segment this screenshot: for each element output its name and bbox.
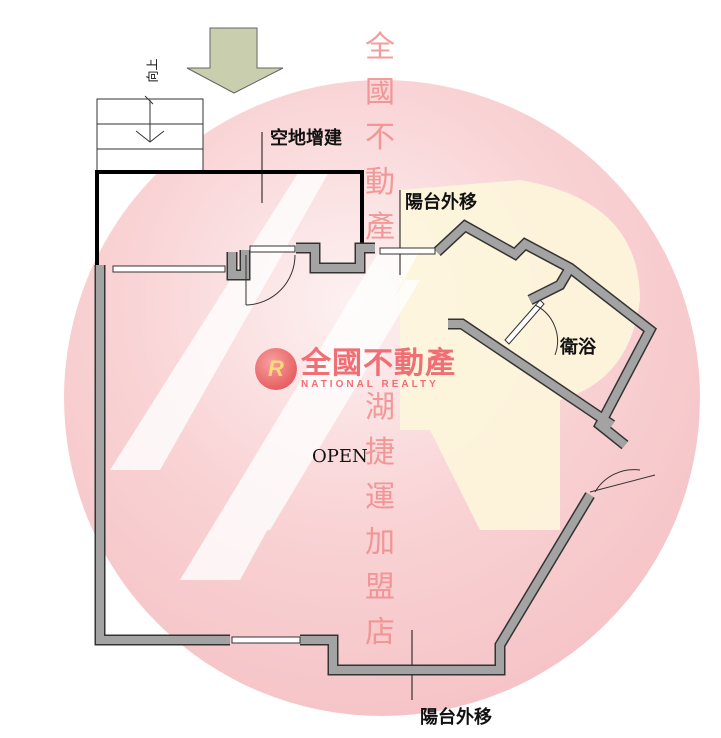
windows	[112, 245, 545, 644]
entry-arrow-icon	[186, 27, 284, 94]
open-area-label: OPEN	[312, 446, 368, 467]
yard-extension-label: 空地增建	[270, 128, 342, 149]
balcony-moved-label-top: 陽台外移	[405, 192, 477, 213]
background-r-shape	[400, 180, 640, 530]
stairs-up-label: 向上	[145, 58, 160, 83]
brand-logo: R 全國不動產 NATIONAL REALTY	[255, 348, 456, 390]
watermark-top: 全國不動產	[365, 30, 395, 245]
logo-mark-icon: R	[255, 348, 297, 390]
watermark-bottom: 湖捷運加盟店	[365, 390, 395, 650]
doors	[245, 254, 656, 493]
logo-chinese: 全國不動產	[301, 345, 456, 381]
bathroom-label: 衛浴	[560, 337, 596, 358]
logo-english: NATIONAL REALTY	[301, 378, 439, 390]
background-stripes	[110, 170, 420, 580]
balcony-moved-label-bottom: 陽台外移	[420, 707, 492, 728]
extension-boundary	[95, 170, 364, 268]
stairs	[96, 95, 204, 174]
walls	[94, 219, 658, 676]
